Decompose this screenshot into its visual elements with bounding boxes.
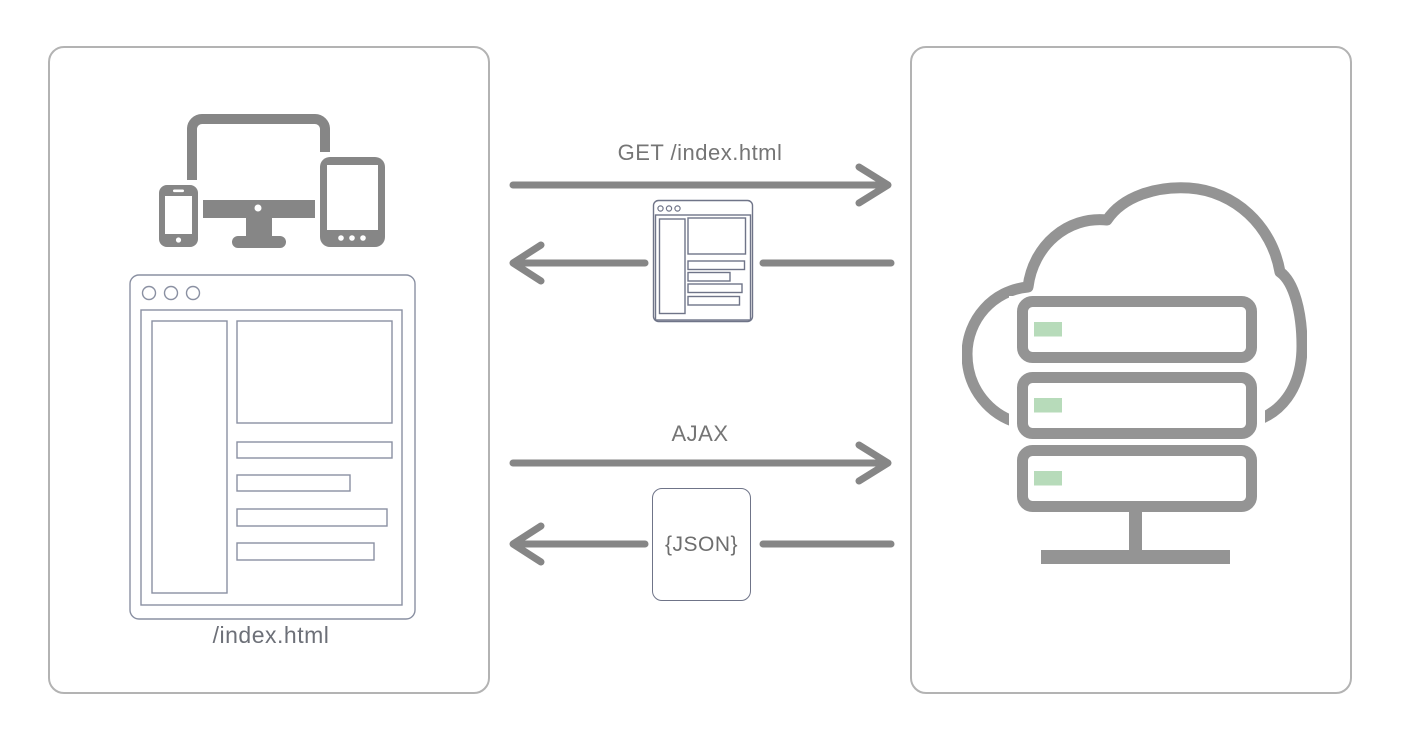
server-rack-icon <box>1017 296 1257 564</box>
server-bar <box>1017 372 1257 439</box>
responsive-devices-icon <box>154 114 392 252</box>
server-stand-stem <box>1129 506 1142 550</box>
browser-window-icon <box>129 274 416 620</box>
monitor-icon <box>187 114 330 248</box>
server-panel <box>910 46 1352 694</box>
hero-block <box>236 320 393 424</box>
page-body <box>140 309 403 606</box>
tablet-icon <box>315 152 392 252</box>
mini-content-bar <box>687 295 741 306</box>
arrowhead-right-icon <box>855 163 892 207</box>
window-frame <box>129 274 416 620</box>
server-bar <box>1017 296 1257 363</box>
mini-sidebar-block <box>658 218 686 315</box>
server-stand-base <box>1041 550 1230 564</box>
arrowhead-left-icon <box>509 522 545 566</box>
ajax-request-arrow <box>509 441 892 485</box>
traffic-lights-icon <box>141 285 201 301</box>
mini-hero-block <box>687 217 747 255</box>
client-page-label: /index.html <box>212 622 330 648</box>
json-box: {JSON} <box>652 488 751 601</box>
content-bar <box>236 441 393 459</box>
mini-content-bar <box>687 271 731 282</box>
server-led <box>1034 322 1062 337</box>
get-request-label: GET /index.html <box>617 140 783 165</box>
arrowhead-left-icon <box>509 241 545 285</box>
mini-traffic-lights-icon <box>657 205 681 212</box>
phone-icon <box>154 180 203 252</box>
client-panel <box>48 46 490 694</box>
arrowhead-right-icon <box>855 441 892 485</box>
html-page-icon <box>652 199 754 323</box>
cloud-server-icon <box>962 182 1307 564</box>
content-bar <box>236 542 375 561</box>
server-led <box>1034 398 1062 413</box>
json-label: {JSON} <box>664 532 739 556</box>
content-bar <box>236 474 351 492</box>
mini-content-bar <box>687 260 746 271</box>
server-led <box>1034 471 1062 486</box>
content-bar <box>236 508 388 527</box>
mini-content-bar <box>687 283 743 294</box>
sidebar-block <box>151 320 228 594</box>
html-response-arrow <box>509 241 895 285</box>
get-request-arrow <box>509 163 892 207</box>
ajax-request-label: AJAX <box>671 421 729 446</box>
json-response-arrow <box>509 522 895 566</box>
